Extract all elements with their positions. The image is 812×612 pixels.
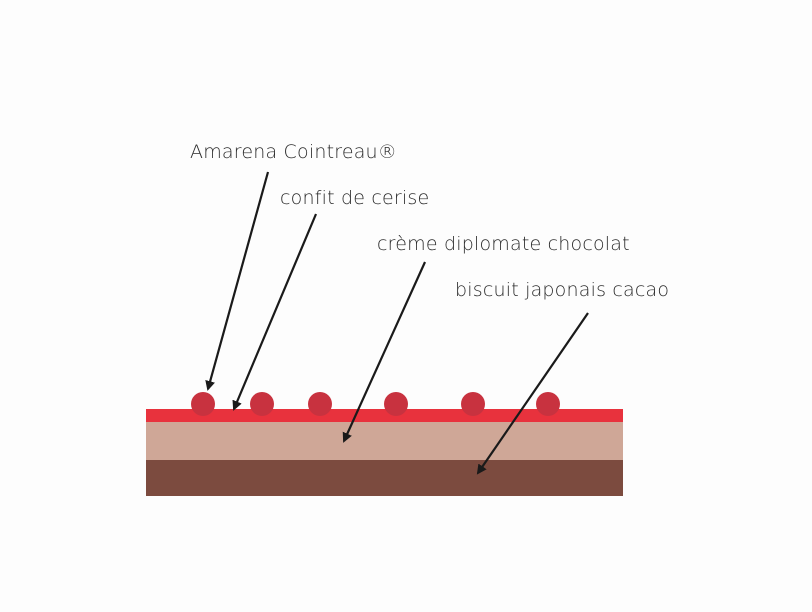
label-confit-de-cerise: confit de cerise [280, 187, 430, 209]
arrow-biscuit [476, 312, 589, 475]
label-amarena-cointreau: Amarena Cointreau® [190, 141, 397, 163]
creme-layer [146, 422, 623, 460]
cherry [461, 392, 485, 416]
arrow-creme [342, 261, 427, 443]
arrow-amarena [205, 171, 270, 391]
cherry [250, 392, 274, 416]
cherry [308, 392, 332, 416]
label-creme-diplomate-chocolat: crème diplomate chocolat [377, 233, 630, 255]
biscuit-layer [146, 459, 623, 496]
cherry [536, 392, 560, 416]
cherry [384, 392, 408, 416]
arrow-confit [232, 213, 318, 411]
cherry [191, 392, 215, 416]
label-biscuit-japonais-cacao: biscuit japonais cacao [455, 279, 670, 301]
